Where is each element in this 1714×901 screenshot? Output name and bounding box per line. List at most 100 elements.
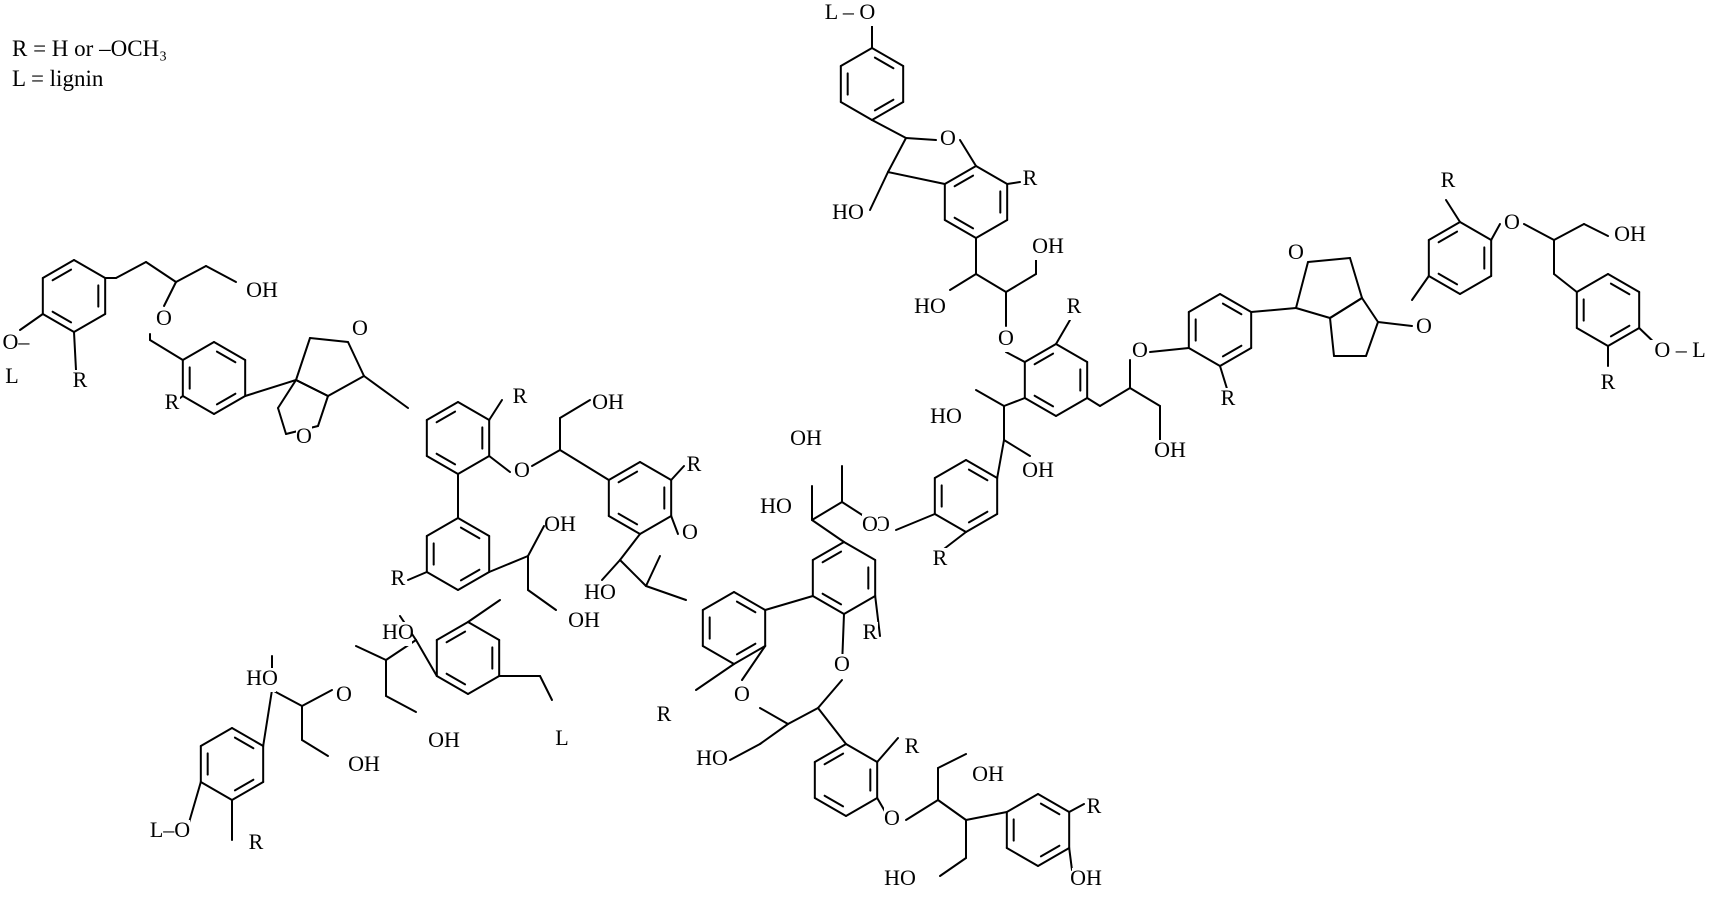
atom-label-backdrop [1132, 340, 1148, 364]
bond-186 [617, 512, 639, 526]
bond-138 [735, 642, 757, 656]
atom-label-backdrop [594, 392, 622, 416]
bond-98 [1445, 199, 1461, 223]
atom-label-backdrop [586, 582, 614, 606]
atom-label-oh-20: OH [1614, 221, 1646, 246]
atom-label-backdrop [1504, 212, 1520, 236]
atom-label-backdrop [1086, 796, 1102, 820]
bond-91 [1427, 275, 1461, 295]
atom-label-o-49: O [296, 423, 312, 448]
bond-8 [873, 98, 895, 112]
bond-19 [943, 165, 977, 185]
atom-label-r-37: R [687, 451, 702, 476]
atom-label-backdrop [1648, 340, 1712, 364]
atom-label-backdrop [862, 514, 878, 538]
bond-228 [181, 395, 215, 415]
bond-242 [295, 379, 329, 397]
bond-16 [975, 219, 1009, 239]
atom-label-o-16: O [1288, 239, 1304, 264]
bond-215 [425, 517, 459, 537]
bond-137 [735, 600, 757, 614]
bond-195 [559, 449, 610, 481]
atom-label-r-42: R [513, 383, 528, 408]
atom-label-backdrop [682, 522, 698, 546]
bond-52 [1003, 439, 1031, 457]
bond-207 [435, 410, 457, 424]
bond-227 [213, 395, 247, 415]
bond-294 [199, 727, 233, 747]
atom-label-r-53: R [73, 367, 88, 392]
atom-label-oh-6: OH [1032, 233, 1064, 258]
atom-label-backdrop [1440, 170, 1456, 194]
atom-label-ho-3: HO [832, 199, 864, 224]
bond-172 [1005, 793, 1039, 813]
bond-221 [488, 555, 529, 573]
bond-100 [1523, 223, 1555, 241]
atom-label-r-15: R [1221, 385, 1236, 410]
bond-151 [845, 797, 879, 817]
bond-192 [619, 533, 641, 561]
bond-296 [233, 778, 255, 792]
bond-282 [385, 695, 417, 713]
atom-label-r-27: R [657, 701, 672, 726]
bond-201 [457, 455, 491, 475]
atom-label-backdrop [4, 366, 20, 390]
bond-234 [149, 339, 184, 361]
bond-124 [821, 550, 843, 564]
bond-77 [1295, 261, 1309, 309]
bond-99 [1490, 223, 1501, 241]
bond-43 [1055, 319, 1071, 345]
bond-246 [277, 379, 297, 409]
bond-266 [467, 621, 501, 641]
atom-label-backdrop [698, 748, 726, 772]
atom-label-o-19: O [1504, 209, 1520, 234]
bond-84 [1365, 321, 1379, 357]
bond-6 [839, 47, 873, 67]
atom-label-backdrop [156, 308, 172, 332]
bond-257 [41, 313, 75, 333]
bond-220 [407, 571, 428, 581]
bond-291 [231, 781, 265, 801]
bond-166 [937, 753, 967, 769]
bond-87 [1377, 321, 1413, 327]
atom-label-o-dash-51: O– [3, 329, 31, 354]
bond-127 [811, 501, 843, 521]
bond-72 [1221, 344, 1243, 358]
bond-224 [527, 589, 557, 611]
bond-68 [1187, 347, 1221, 367]
bond-249 [163, 281, 177, 307]
bond-95 [1437, 272, 1459, 286]
atom-label-oh-44: OH [544, 511, 576, 536]
bond-174 [1039, 844, 1061, 858]
bond-222 [527, 525, 545, 557]
atom-label-o-l-21: O – L [1654, 337, 1705, 362]
bond-158 [817, 707, 847, 745]
atom-label-backdrop [1288, 242, 1304, 266]
atom-label-backdrop [1024, 460, 1052, 484]
bond-96 [1437, 230, 1459, 244]
bond-140 [764, 595, 814, 611]
bond-141 [695, 663, 735, 691]
bond-252 [175, 265, 207, 283]
bond-225 [213, 341, 247, 361]
bond-4 [839, 101, 873, 121]
atom-label-ho-5: HO [914, 293, 946, 318]
bond-133 [733, 645, 767, 665]
bond-97 [1411, 275, 1430, 301]
bond-40 [1033, 394, 1055, 408]
bond-273 [445, 672, 467, 686]
bond-149 [845, 743, 879, 763]
atom-label-o-41: O [514, 457, 530, 482]
bond-298 [262, 689, 273, 747]
bond-179 [639, 461, 673, 481]
bond-60 [967, 510, 989, 524]
bond-289 [231, 727, 265, 747]
bond-29 [975, 273, 1007, 293]
bond-67 [1219, 347, 1253, 367]
bond-275 [467, 599, 501, 623]
bond-14 [975, 165, 1009, 185]
atom-label-backdrop [1616, 224, 1644, 248]
bond-21 [953, 216, 975, 230]
atom-label-r-47: R [165, 389, 180, 414]
bond-38 [1023, 343, 1057, 363]
